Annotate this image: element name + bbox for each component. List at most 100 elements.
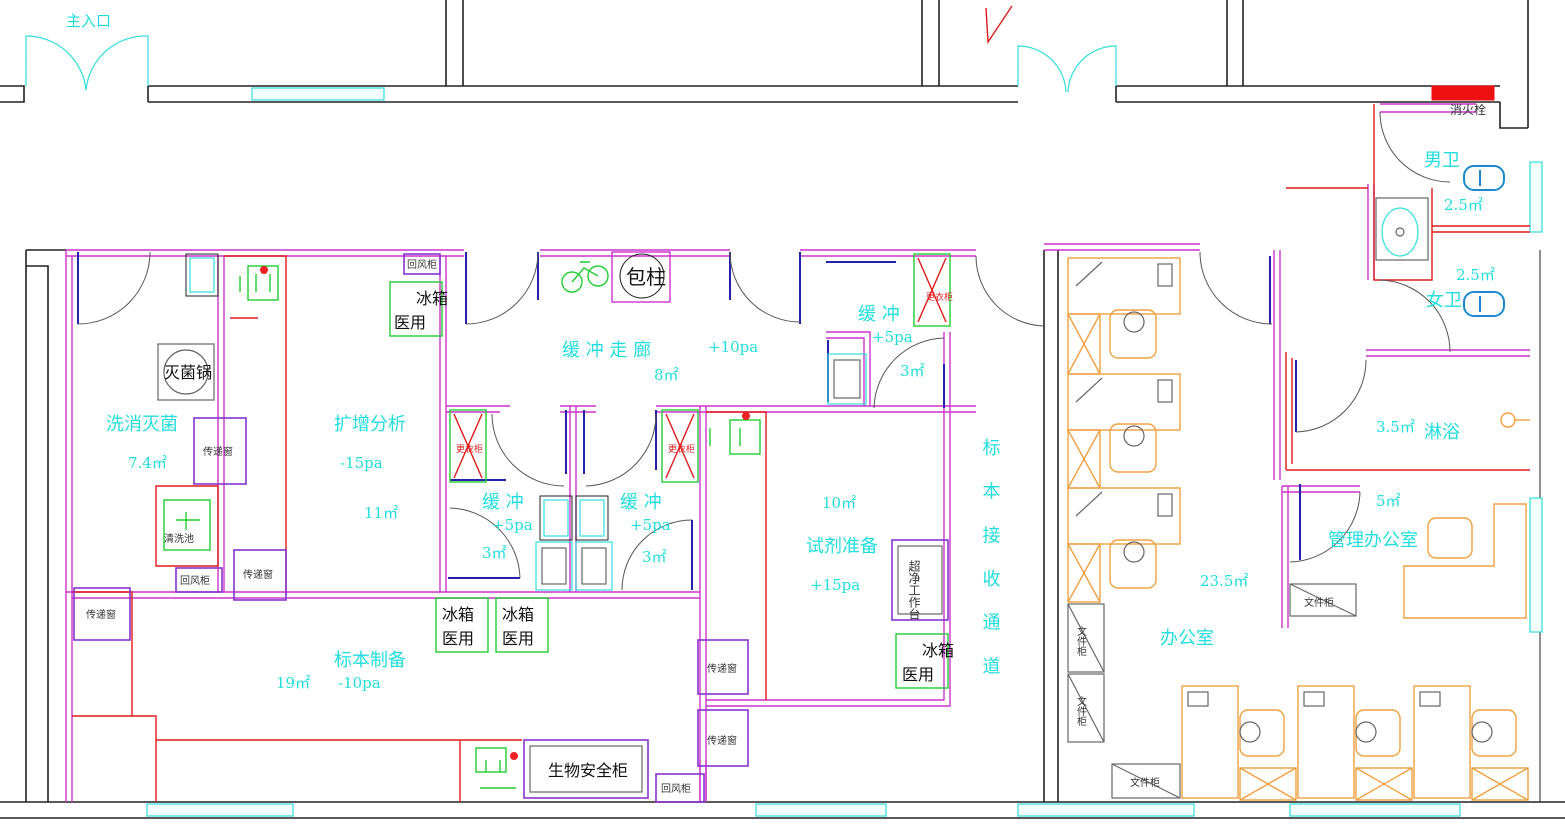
svg-text:文件柜: 文件柜 (1304, 596, 1334, 609)
wash-station-green-right (709, 412, 761, 455)
medical-fridge-4: 冰箱 医用 (895, 633, 954, 689)
womens-wc-name: 女卫 (1426, 290, 1462, 311)
file-cabinet-2: 文件柜 (1067, 673, 1105, 743)
medical-fridge-1: 冰箱 医用 (389, 281, 448, 337)
specimen-prep-name: 标本制备 (334, 650, 406, 671)
bicycle-icon (561, 261, 609, 293)
buffer-right-pressure: +5pa (872, 328, 913, 346)
main-entrance-door (25, 35, 1117, 93)
medical-fridge-2: 冰箱 医用 (435, 597, 489, 653)
buffer-left-area: 3㎡ (482, 544, 507, 562)
amplification-name: 扩增分析 (334, 414, 406, 435)
file-cabinet-1: 文件柜 (1067, 603, 1105, 673)
wash-station-green-bottom (475, 747, 518, 789)
specimen-channel-name: 标 本 接 收 通 道 (980, 438, 1001, 685)
buffer-corridor-name: 缓 冲 走 廊 (562, 340, 651, 361)
svg-text:冰箱: 冰箱 (502, 605, 534, 624)
pass-window-2: 传递窗 (233, 549, 287, 601)
svg-text:冰箱: 冰箱 (442, 605, 474, 624)
svg-text:更衣柜: 更衣柜 (456, 443, 483, 455)
office-area: 23.5㎡ (1200, 572, 1248, 590)
buffer-left-pressure: +5pa (492, 516, 533, 534)
reagent-prep-pressure: +15pa (810, 576, 860, 594)
air-shower-5 (575, 541, 613, 591)
svg-text:更衣柜: 更衣柜 (668, 443, 695, 455)
pass-window-1: 传递窗 (193, 417, 247, 485)
manager-office-area: 5㎡ (1376, 492, 1401, 510)
buffer-right-name: 缓 冲 (858, 304, 900, 325)
bottom-desks (1181, 685, 1529, 801)
fire-hydrant-label: 消火栓 (1450, 102, 1486, 117)
autoclave: 灭菌锅 (157, 343, 215, 401)
manager-desk (1403, 503, 1527, 619)
sterilization-area: 7.4㎡ (128, 454, 167, 472)
womens-wc-area: 2.5㎡ (1456, 266, 1495, 284)
air-cabinet-1: 回风柜 (403, 253, 441, 275)
wash-station: 清洗池 (163, 499, 211, 551)
medical-fridge-3: 冰箱 医用 (495, 597, 549, 653)
svg-text:更衣柜: 更衣柜 (926, 291, 953, 303)
svg-text:回风柜: 回风柜 (661, 782, 691, 795)
air-shower-4 (535, 541, 573, 591)
clean-workbench: 超净工作台 (891, 539, 949, 621)
door-swings (77, 111, 1451, 591)
air-cabinet-3: 回风柜 (655, 773, 705, 803)
specimen-prep-pressure: -10pa (338, 674, 381, 692)
exterior-walls (0, 0, 1565, 819)
buffer-mid-area: 3㎡ (642, 548, 667, 566)
door-frames (77, 252, 1301, 590)
svg-text:回风柜: 回风柜 (407, 258, 437, 271)
changing-cabinet-1: 更衣柜 (913, 253, 953, 327)
file-cabinet-4: 文件柜 (1289, 583, 1357, 617)
amplification-pressure: -15pa (340, 454, 383, 472)
svg-text:医用: 医用 (502, 629, 534, 648)
svg-text:生物安全柜: 生物安全柜 (548, 761, 628, 780)
svg-text:超净工作台: 超净工作台 (907, 559, 921, 620)
buffer-corridor-area: 8㎡ (654, 366, 679, 384)
specimen-prep-area: 19㎡ (276, 674, 310, 692)
svg-text:灭菌锅: 灭菌锅 (164, 363, 212, 382)
sink (1375, 197, 1429, 261)
buffer-left-name: 缓 冲 (482, 492, 524, 513)
mens-wc-area: 2.5㎡ (1444, 196, 1483, 214)
mens-wc-name: 男卫 (1424, 150, 1460, 171)
equipment-box-top-left (185, 253, 219, 297)
bag-pillar: 包柱 (611, 251, 671, 303)
manager-office-name: 管理办公室 (1328, 530, 1418, 551)
sterilization-name: 洗消灭菌 (106, 414, 178, 435)
svg-text:冰箱: 冰箱 (416, 289, 448, 308)
changing-cabinet-3: 更衣柜 (661, 409, 699, 483)
windows (146, 87, 1543, 817)
svg-text:医用: 医用 (902, 665, 934, 684)
amplification-area: 11㎡ (364, 504, 398, 522)
svg-text:传递窗: 传递窗 (243, 568, 273, 581)
bio-safety-cabinet: 生物安全柜 (523, 739, 649, 799)
svg-text:医用: 医用 (442, 629, 474, 648)
air-shower-1 (827, 353, 867, 405)
svg-text:文件柜: 文件柜 (1075, 625, 1087, 657)
shower-area: 3.5㎡ (1376, 418, 1415, 436)
svg-text:传递窗: 传递窗 (203, 445, 233, 458)
shower-head (1500, 412, 1530, 428)
pass-window-5: 传递窗 (697, 709, 749, 767)
toilet-women (1463, 291, 1505, 317)
svg-text:包柱: 包柱 (626, 265, 666, 289)
pass-window-3: 传递窗 (73, 587, 131, 641)
entrance-label: 主入口 (66, 12, 111, 30)
fire-hydrant (1380, 85, 1495, 113)
file-cabinet-3: 文件柜 (1111, 763, 1181, 799)
office-desks (1067, 257, 1181, 603)
reagent-prep-area: 10㎡ (822, 494, 856, 512)
room-labels: 洗消灭菌 7.4㎡ 扩增分析 -15pa 11㎡ 缓 冲 走 廊 +10pa 8… (106, 150, 1495, 692)
air-shower-3 (575, 495, 609, 541)
svg-text:冰箱: 冰箱 (922, 641, 954, 660)
buffer-mid-name: 缓 冲 (620, 492, 662, 513)
shower-name: 淋浴 (1424, 422, 1460, 443)
buffer-corridor-pressure: +10pa (708, 338, 758, 356)
red-marker (985, 5, 1013, 45)
svg-text:回风柜: 回风柜 (180, 574, 210, 587)
office-name: 办公室 (1160, 628, 1214, 649)
svg-text:传递窗: 传递窗 (707, 662, 737, 675)
wash-station-green-top (239, 265, 279, 301)
changing-cabinet-2: 更衣柜 (449, 409, 487, 483)
